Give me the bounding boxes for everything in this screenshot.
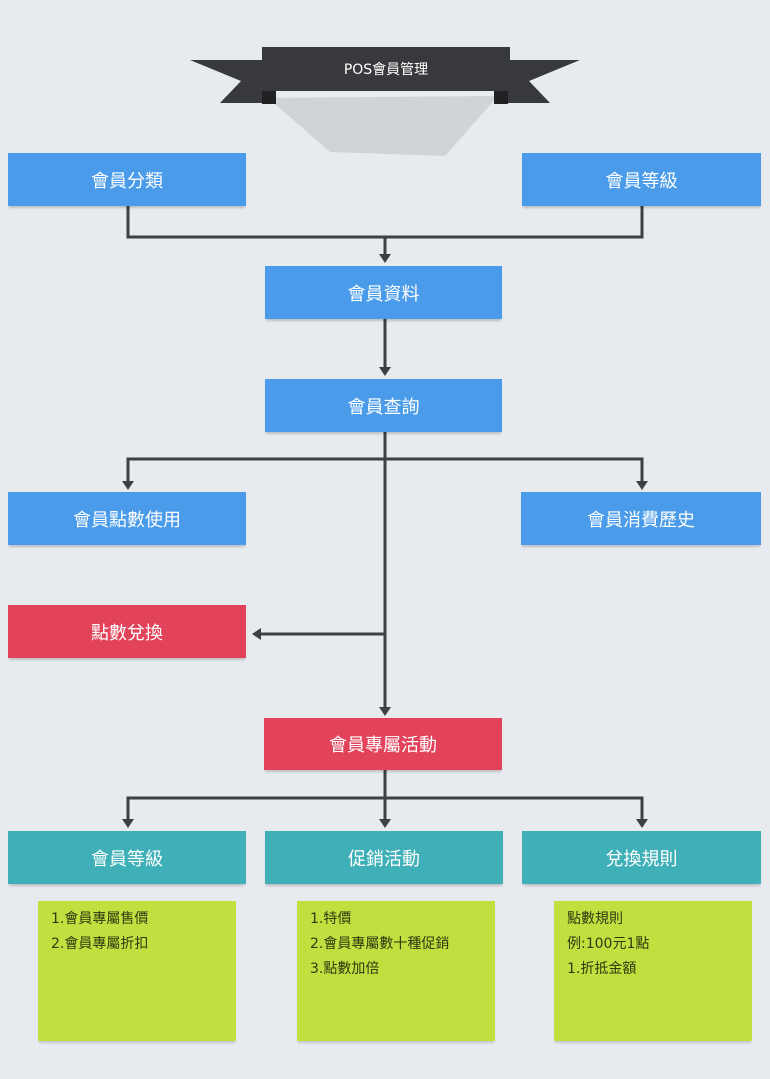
node-redeem-rules: 兌換規則 <box>522 831 761 884</box>
note-line: 1.折抵金額 <box>567 961 637 977</box>
note-promotions: 1.特價 2.會員專屬數十種促銷 3.點數加倍 <box>297 901 495 1041</box>
connector-points-usage <box>126 457 385 484</box>
banner-tail-right <box>508 60 580 103</box>
banner-fold-right <box>494 91 508 104</box>
node-member-purchase-history: 會員消費歷史 <box>521 492 761 545</box>
note-member-level: 1.會員專屬售價 2.會員專屬折扣 <box>38 901 236 1041</box>
node-member-category: 會員分類 <box>8 153 246 206</box>
note-redeem-rules: 點數規則 例:100元1點 1.折抵金額 <box>554 901 752 1041</box>
note-line: 例:100元1點 <box>567 936 650 952</box>
connector-category <box>126 206 385 239</box>
arrowhead-redeem-rules <box>636 819 648 828</box>
banner-title: POS會員管理 <box>262 47 510 91</box>
arrowhead-points-redeem <box>252 628 261 640</box>
arrowhead-data <box>379 254 391 263</box>
connector-level-top <box>385 206 644 239</box>
connector-level-bottom <box>126 796 644 822</box>
note-line: 1.特價 <box>310 911 352 927</box>
node-points-redeem: 點數兌換 <box>8 605 246 658</box>
note-line: 2.會員專屬折扣 <box>51 936 149 952</box>
arrowhead-purchase-history <box>636 481 648 490</box>
arrowhead-events <box>379 707 391 716</box>
node-member-data: 會員資料 <box>265 266 502 319</box>
node-member-query: 會員查詢 <box>265 379 502 432</box>
node-member-level-bottom: 會員等級 <box>8 831 246 884</box>
banner-tail-left <box>190 60 262 103</box>
note-line: 1.會員專屬售價 <box>51 911 149 927</box>
note-line: 點數規則 <box>567 911 623 927</box>
node-member-level-top: 會員等級 <box>522 153 761 206</box>
node-promotions: 促銷活動 <box>265 831 503 884</box>
arrowhead-points-usage <box>122 481 134 490</box>
banner-shadow <box>268 96 498 156</box>
note-line: 2.會員專屬數十種促銷 <box>310 936 450 952</box>
connector-purchase-history <box>385 457 644 484</box>
note-line: 3.點數加倍 <box>310 961 380 977</box>
banner-fold-left <box>262 91 276 104</box>
arrowhead-query <box>379 367 391 376</box>
title-banner: POS會員管理 <box>190 46 570 158</box>
arrowhead-promotions <box>379 819 391 828</box>
arrowhead-level-bottom <box>122 819 134 828</box>
node-member-exclusive-events: 會員專屬活動 <box>264 718 502 770</box>
node-member-points-usage: 會員點數使用 <box>8 492 246 545</box>
